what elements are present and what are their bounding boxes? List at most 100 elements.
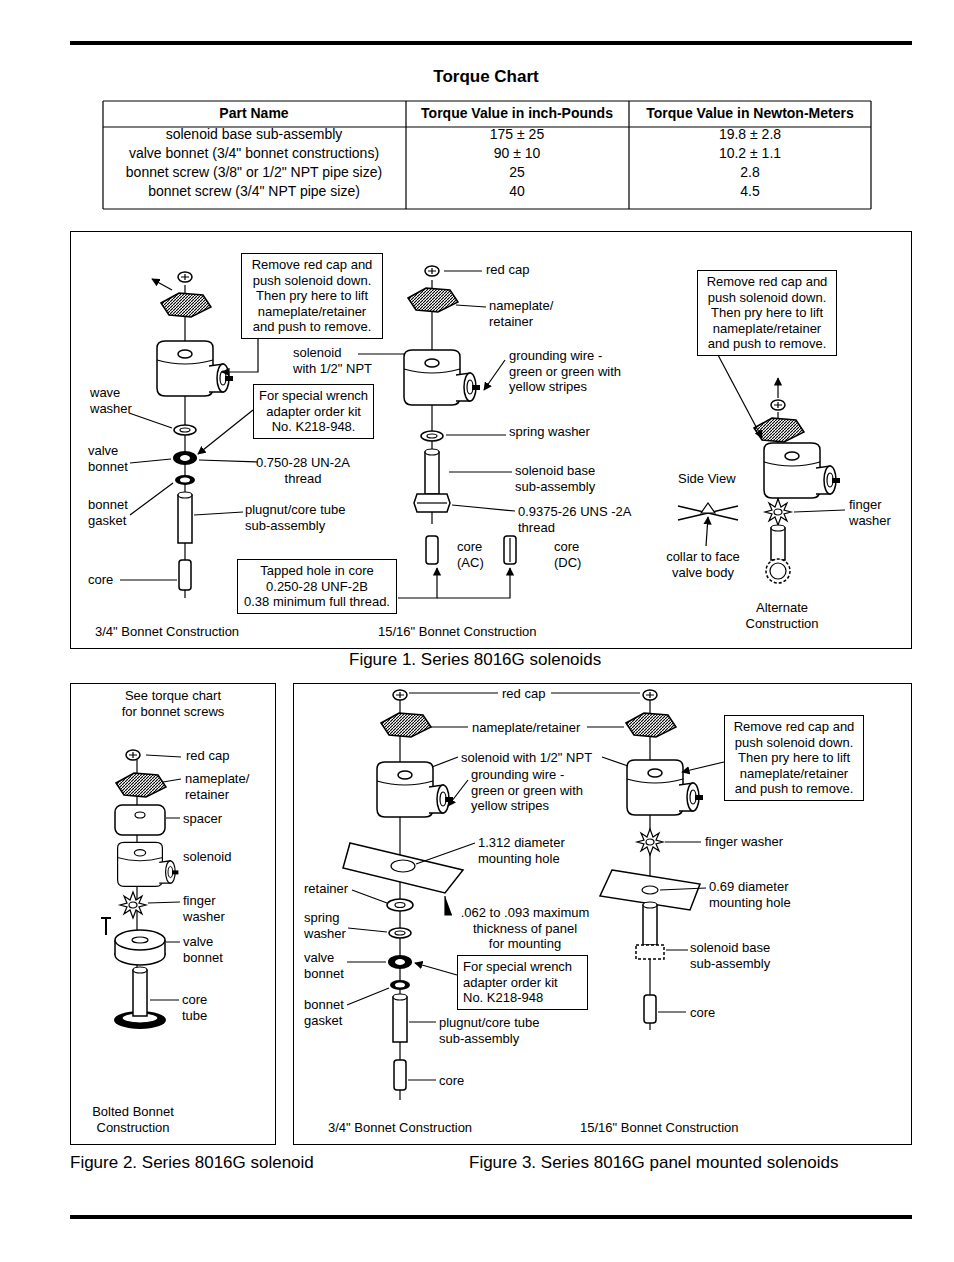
- figure2-parts: [101, 750, 181, 1029]
- callout-text: Remove red cap and push solenoid down. T…: [703, 274, 831, 352]
- table-cell: bonnet screw (3/8" or 1/2" NPT pipe size…: [126, 165, 382, 181]
- text-line: with 1/2" NPT: [293, 361, 372, 377]
- construction-title: 15/16" Bonnet Construction: [580, 1120, 739, 1136]
- text-line: 0.250-28 UNF-2B: [243, 579, 391, 595]
- table-cell: 19.8 ± 2.8: [719, 127, 781, 143]
- text-line: bonnet: [304, 966, 344, 982]
- part-label: nameplate/retainer: [472, 720, 580, 736]
- text-line: solenoid base: [690, 940, 770, 956]
- text-line: thread: [518, 520, 631, 536]
- text-line: nameplate/retainer: [730, 766, 858, 782]
- text-line: washer: [90, 401, 132, 417]
- table-cell: 2.8: [740, 165, 759, 181]
- text-line: bonnet: [88, 459, 128, 475]
- text-line: nameplate/: [489, 298, 553, 314]
- part-label: core (AC): [457, 539, 484, 570]
- callout-box: Remove red cap and push solenoid down. T…: [697, 270, 837, 356]
- text-line: gasket: [304, 1013, 344, 1029]
- part-label: finger washer: [183, 893, 225, 924]
- text-line: valve: [183, 934, 223, 950]
- dimension: .062 to .093 maximum thickness of panel …: [461, 905, 590, 952]
- text-line: Bolted Bonnet: [92, 1104, 174, 1120]
- text-line: wave: [90, 385, 132, 401]
- part-label: red cap: [186, 748, 229, 764]
- construction-title: Alternate Construction: [746, 600, 819, 631]
- text-line: See torque chart: [122, 688, 225, 704]
- callout-box: Remove red cap and push solenoid down. T…: [724, 715, 864, 801]
- table-cell: bonnet screw (3/4" NPT pipe size): [148, 184, 360, 200]
- part-label: bonnet gasket: [88, 497, 128, 528]
- table-cell: solenoid base sub-assembly: [166, 127, 343, 143]
- construction-title: 3/4" Bonnet Construction: [328, 1120, 472, 1136]
- part-label: valve bonnet: [304, 950, 344, 981]
- table-cell: 90 ± 10: [494, 146, 541, 162]
- view-label: Side View: [678, 471, 736, 487]
- text-line: (AC): [457, 555, 484, 571]
- part-label: wave washer: [90, 385, 132, 416]
- text-line: 0.69 diameter: [709, 879, 791, 895]
- construction-title: Bolted Bonnet Construction: [92, 1104, 174, 1135]
- text-line: sub-assembly: [515, 479, 595, 495]
- part-label: solenoid: [183, 849, 231, 865]
- part-label: plugnut/core tube sub-assembly: [245, 502, 345, 533]
- callout-text: For special wrench adapter order kit No.…: [259, 388, 368, 435]
- figure-frame: 3/4" Bonnet Construction15/16" Bonnet Co…: [70, 231, 912, 649]
- text-line: push solenoid down.: [730, 735, 858, 751]
- text-line: 0.38 minimum full thread.: [243, 594, 391, 610]
- part-label: finger washer: [849, 497, 891, 528]
- text-line: mounting hole: [478, 851, 565, 867]
- part-label: grounding wire - green or green with yel…: [509, 348, 621, 395]
- text-line: mounting hole: [709, 895, 791, 911]
- table-header: Part Name: [219, 106, 288, 122]
- text-line: and push to remove.: [730, 781, 858, 797]
- text-line: washer: [304, 926, 346, 942]
- text-line: adapter order kit: [463, 975, 582, 991]
- text-line: yellow stripes: [509, 379, 621, 395]
- callout-text: For special wrench adapter order kit No.…: [463, 959, 582, 1006]
- part-label: collar to face valve body: [666, 549, 740, 580]
- text-line: solenoid: [293, 345, 372, 361]
- text-line: Remove red cap and: [730, 719, 858, 735]
- text-line: sub-assembly: [439, 1031, 539, 1047]
- text-line: retainer: [185, 787, 249, 803]
- figure3-parts: [343, 690, 724, 1100]
- text-line: For special wrench: [259, 388, 368, 404]
- table-cell: 25: [509, 165, 525, 181]
- text-line: push solenoid down.: [703, 290, 831, 306]
- text-line: No. K218-948.: [259, 419, 368, 435]
- table-grid: [103, 101, 871, 209]
- text-line: finger: [849, 497, 891, 513]
- part-label: bonnet gasket: [304, 997, 344, 1028]
- part-label: red cap: [502, 686, 545, 702]
- table-header: Torque Value in inch-Pounds: [421, 106, 613, 122]
- text-line: grounding wire -: [509, 348, 621, 364]
- text-line: Then pry here to lift: [730, 750, 858, 766]
- part-label: grounding wire - green or green with yel…: [471, 767, 583, 814]
- part-label: red cap: [486, 262, 529, 278]
- text-line: 0.9375-26 UNS -2A: [518, 504, 631, 520]
- text-line: thread: [256, 471, 350, 487]
- thread-spec: 0.9375-26 UNS -2A thread: [518, 504, 631, 535]
- part-label: spring washer: [304, 910, 346, 941]
- part-label: core: [439, 1073, 464, 1089]
- table-cell: 40: [509, 184, 525, 200]
- text-line: 0.750-28 UN-2A: [256, 455, 350, 471]
- part-label: retainer: [304, 881, 348, 897]
- text-line: washer: [849, 513, 891, 529]
- table-cell: valve bonnet (3/4" bonnet constructions): [129, 146, 379, 162]
- part-label: core: [690, 1005, 715, 1021]
- table-cell: 10.2 ± 1.1: [719, 146, 781, 162]
- text-line: (DC): [554, 555, 581, 571]
- table-header: Torque Value in Newton-Meters: [646, 106, 853, 122]
- page-rules: [70, 41, 912, 1219]
- part-label: solenoid base sub-assembly: [515, 463, 595, 494]
- callout-text: Remove red cap and push solenoid down. T…: [730, 719, 858, 797]
- text-line: plugnut/core tube: [245, 502, 345, 518]
- part-label: spring washer: [509, 424, 590, 440]
- text-line: No. K218-948: [463, 990, 582, 1006]
- thread-spec: 0.750-28 UN-2A thread: [256, 455, 350, 486]
- part-label: solenoid base sub-assembly: [690, 940, 770, 971]
- text-line: plugnut/core tube: [439, 1015, 539, 1031]
- text-line: core: [457, 539, 484, 555]
